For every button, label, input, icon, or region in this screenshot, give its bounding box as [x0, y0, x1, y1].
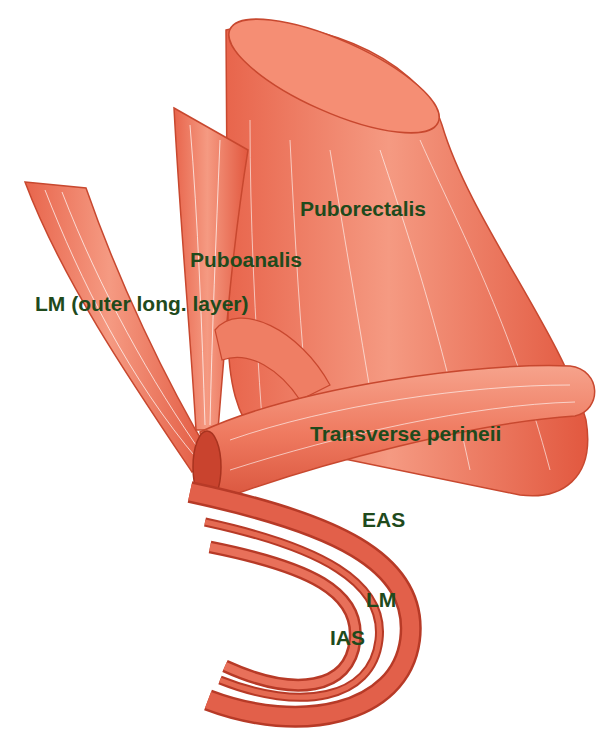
muscle-label: LM (outer long. layer)	[35, 292, 249, 316]
muscle-label: LM	[366, 588, 396, 612]
muscle-label: EAS	[362, 508, 405, 532]
muscle-label: Puborectalis	[300, 197, 426, 221]
muscle-label: Transverse perineii	[310, 422, 501, 446]
muscle-label: IAS	[330, 626, 365, 650]
muscle-label: Puboanalis	[190, 248, 302, 272]
